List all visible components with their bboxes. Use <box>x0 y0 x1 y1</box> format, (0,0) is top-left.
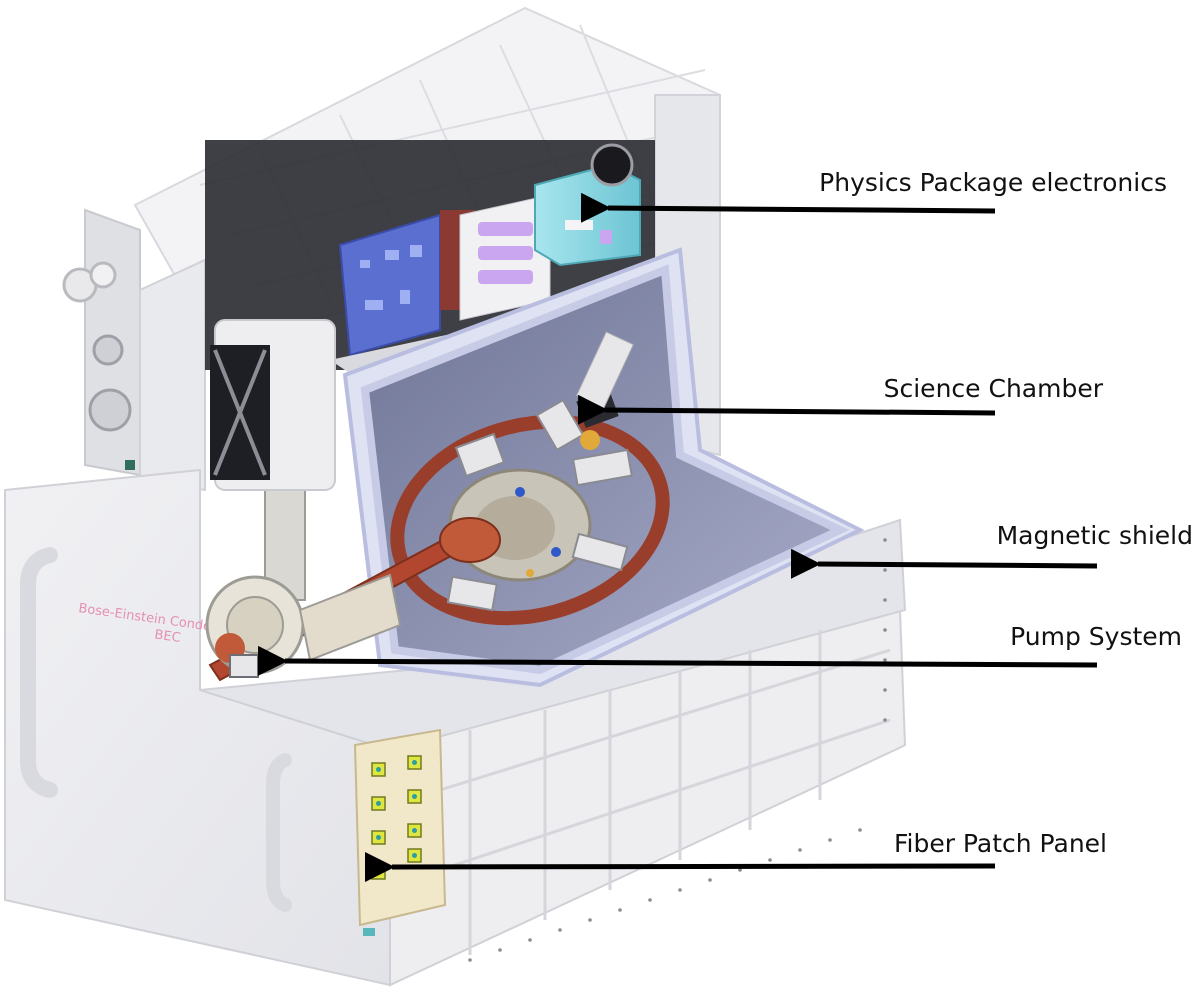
upright-face <box>139 258 206 492</box>
mounting-holes <box>468 538 887 962</box>
driver-board-1 <box>478 222 533 236</box>
front-handle <box>266 753 292 912</box>
arrow-science-chamber <box>577 394 996 425</box>
label-magnetic-shield: Magnetic shield <box>997 521 1193 550</box>
arrow-physics-package <box>580 192 996 223</box>
callout-arrows <box>257 192 1098 883</box>
arrow-magnetic-shield <box>790 548 1098 579</box>
arrow-fiber-patch-panel <box>364 852 996 883</box>
fan-icon <box>590 143 634 187</box>
pcb-components <box>360 245 422 310</box>
coil-ring <box>390 414 670 626</box>
label-pump-system: Pump System <box>1010 622 1182 651</box>
copper-flange <box>439 517 501 563</box>
driver-board-3 <box>478 270 533 284</box>
pump-system <box>205 319 402 678</box>
front-ribs <box>439 630 891 955</box>
callout-labels: Physics Package electronics Science Cham… <box>819 168 1193 858</box>
fiber-patch-panel <box>353 728 447 936</box>
front-connectors <box>62 261 135 470</box>
arrow-pump-system <box>257 645 1098 676</box>
driver-board-2 <box>478 246 533 260</box>
left-handle <box>20 547 58 798</box>
label-science-chamber: Science Chamber <box>884 374 1104 403</box>
patch-panel-plate <box>353 728 447 927</box>
label-fiber-patch-panel: Fiber Patch Panel <box>894 829 1107 858</box>
label-physics-package-electronics: Physics Package electronics <box>819 168 1167 197</box>
side-marking-line1: BEC <box>153 627 181 646</box>
chamber-ports <box>446 398 633 612</box>
